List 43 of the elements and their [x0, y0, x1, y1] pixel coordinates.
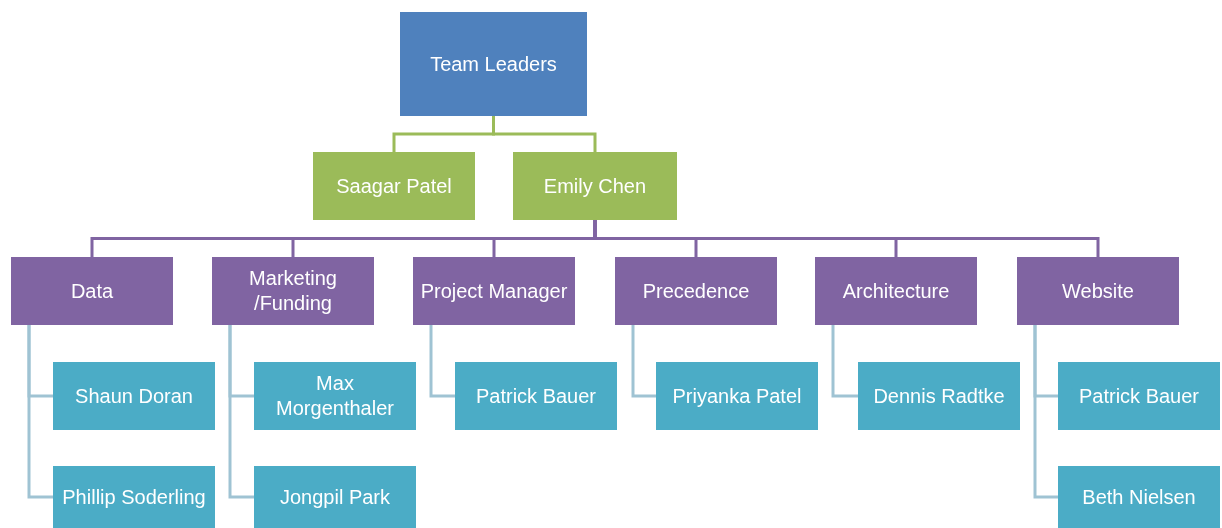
org-box	[513, 152, 677, 220]
connector-line	[492, 116, 597, 152]
org-box	[400, 12, 587, 116]
org-box	[815, 257, 977, 325]
org-box	[858, 362, 1020, 430]
name-text: Architecture	[842, 278, 950, 304]
connector-line	[1033, 325, 1058, 499]
org-box	[254, 362, 416, 430]
org-box	[656, 362, 818, 430]
org-box	[313, 152, 475, 220]
name-text: Marketing /Funding	[248, 266, 338, 316]
org-box	[615, 257, 777, 325]
name-text: Shaun Doran	[75, 383, 193, 409]
name-text: Saagar Patel	[336, 173, 452, 199]
name-text: Phillip Soderling	[62, 484, 206, 510]
name-text: Patrick Bauer	[1078, 383, 1200, 409]
name-text: Max Morgenthaler	[275, 371, 395, 421]
name-text: Beth Nielsen	[1082, 484, 1196, 510]
connector-line	[831, 325, 858, 398]
name-text: Website	[1062, 278, 1134, 304]
name-text: Precedence	[642, 278, 750, 304]
org-box	[1058, 466, 1220, 528]
name-text: Jongpil Park	[279, 484, 391, 510]
name-text: Data	[70, 278, 114, 304]
connector-line	[228, 325, 254, 499]
org-box	[455, 362, 617, 430]
org-box	[1017, 257, 1179, 325]
org-box	[212, 257, 374, 325]
name-text: Team Leaders	[430, 51, 557, 77]
connector-line	[27, 325, 53, 499]
org-box	[413, 257, 575, 325]
name-text: Patrick Bauer	[475, 383, 597, 409]
name-text: Dennis Radtke	[873, 383, 1005, 409]
org-box	[11, 257, 173, 325]
name-text: Emily Chen	[543, 173, 647, 199]
name-text: Priyanka Patel	[672, 383, 802, 409]
name-text: Project Manager	[420, 278, 568, 304]
org-box	[1058, 362, 1220, 430]
org-box	[53, 466, 215, 528]
connector-line	[631, 325, 656, 398]
connector-line	[429, 325, 455, 398]
org-box	[254, 466, 416, 528]
org-box	[53, 362, 215, 430]
